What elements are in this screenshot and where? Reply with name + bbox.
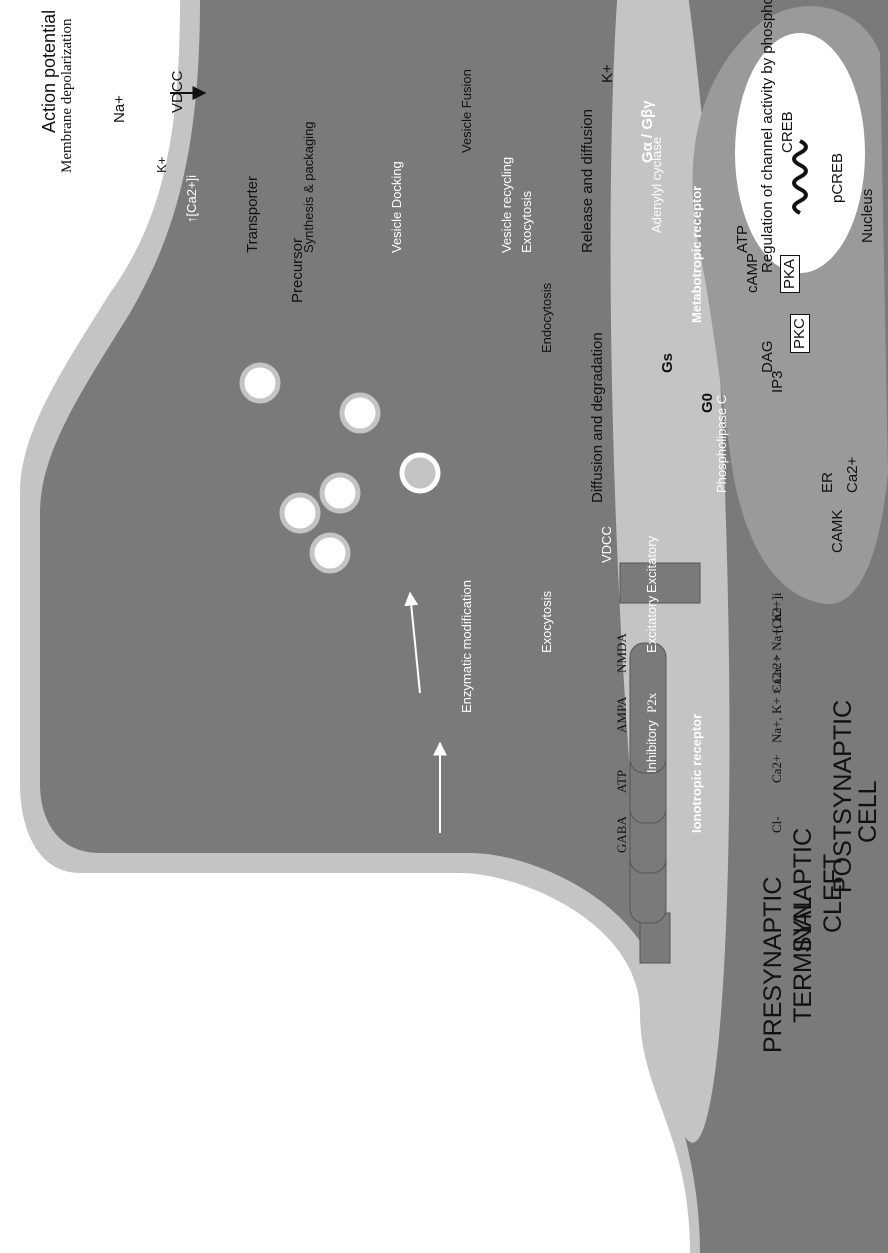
adenylyl-label: Adenylyl cyclase [650,137,664,233]
dag-label: DAG [760,340,776,373]
pka-box: PKA [780,255,800,293]
gaba-label: GABA [615,816,629,853]
exocytosis-top-label: Exocytosis [520,191,534,253]
nmda-label: NMDA [615,633,629,673]
atp-cleft-label: ATP [615,770,629,793]
phospholipase-label: Phospholipase C [715,395,729,493]
ion3-label: Ca2+ [770,755,784,783]
excitatory-2-label: Excitatory [645,596,659,653]
endocytosis-label: Endocytosis [540,283,554,353]
ion4-label: Cl- [770,816,784,833]
transporter-label: Transporter [245,176,261,253]
na-plus-label: Na+ [112,95,128,123]
nucleus-vesicle [402,455,438,491]
vesicle-recycling-label: Vesicle recycling [500,157,514,253]
creb-label: CREB [780,111,796,153]
er-label: ER [820,472,836,493]
camk-label: CAMK [830,510,846,553]
membrane-depolarization-label: Membrane depolarization [60,18,76,173]
nucleus-label: Nucleus [860,189,876,243]
pcreb-label: pCREB [830,153,846,203]
camp-label: cAMP [745,253,761,293]
vdcc-pre-label: VDCC [170,70,186,113]
gs-label: Gs [660,353,676,373]
axonal-neuro-label: Axonal transport of neurotransmitters [470,979,484,1193]
release-label: Release and diffusion [580,109,596,253]
k-out-label: K+ [600,64,616,83]
ion2-label: Na+, K+ > Ca2+ [770,655,784,743]
ionotropic-label: Ionotropic receptor [690,714,704,833]
p2x-label: P2x [645,693,659,713]
presynaptic-title-1: PRESYNAPTIC [760,877,786,1053]
pkc-box: PKC [790,314,810,353]
vesicle-fusion-label: Vesicle Fusion [460,69,474,153]
cleft-title-1: SYNAPTIC [790,828,816,953]
metabotropic-label: Metabotropic receptor [690,186,704,323]
axonal-proteins-label: Axonal transport of proteins [330,1054,344,1213]
ip3-label: IP3 [770,370,786,393]
ca-influx-label: ↑[Ca2+]i [185,175,199,223]
diffusion-label: Diffusion and degradation [590,332,606,503]
synthesis-label: Synthesis & packaging [302,121,316,253]
inhibitory-label: Inhibitory [645,720,659,773]
enzymatic-label: Enzymatic modification [460,580,474,713]
postsynaptic-title-1: POSTSYNAPTIC [830,700,856,893]
atp-post-label: ATP [735,225,751,253]
postsynaptic-title-2: CELL [855,780,881,843]
ca-er-label: Ca2+ [845,457,861,493]
excitatory-1-label: Excitatory [645,536,659,593]
exocytosis-bottom-label: Exocytosis [540,591,554,653]
action-potential-label: Action potential [40,10,59,133]
vdcc-post-label: VDCC [600,526,614,563]
ampa-label: AMPA [615,697,629,733]
vesicle-docking-label: Vesicle Docking [390,161,404,253]
metabotropic-receptor [620,563,700,603]
k-plus-label: K+ [155,157,169,173]
regulation-label: Regulation of channel activity by phosph… [760,0,776,273]
